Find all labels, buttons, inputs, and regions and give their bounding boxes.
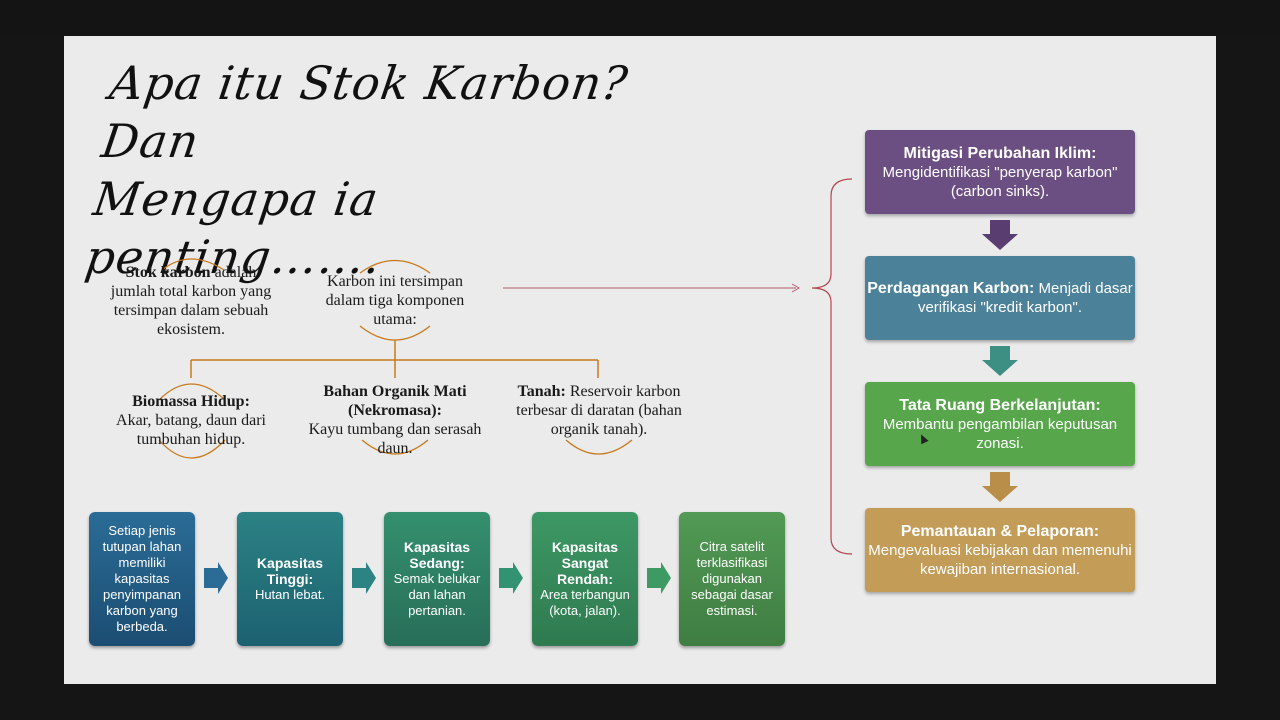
flow-box-3: Kapasitas Sedang: Semak belukar dan laha… xyxy=(384,512,490,646)
flow-box-4-text: Area terbangun (kota, jalan). xyxy=(540,587,630,618)
importance-spatial-text: Membantu pengambilan keputusan zonasi. xyxy=(882,415,1118,452)
flow-arrow-3 xyxy=(499,562,523,594)
component-biomass-term: Biomassa Hidup: xyxy=(132,393,250,410)
component-organic-text: Kayu tumbang dan serasah daun. xyxy=(308,421,482,457)
flow-box-1-text: Setiap jenis tutupan lahan memiliki kapa… xyxy=(102,523,182,634)
component-soil-text: Reservoir karbon terbesar di daratan (ba… xyxy=(516,383,682,438)
importance-monitoring-text: Mengevaluasi kebijakan dan memenuhi kewa… xyxy=(868,541,1132,578)
definition-body: adalah jumlah total karbon yang tersimpa… xyxy=(110,264,272,338)
importance-box-trade: Perdagangan Karbon: Menjadi dasar verifi… xyxy=(865,256,1135,340)
flow-box-5: Citra satelit terklasifikasi digunakan s… xyxy=(679,512,785,646)
importance-climate-text: Mengidentifikasi "penyerap karbon" (carb… xyxy=(882,163,1118,200)
component-soil-term: Tanah: xyxy=(517,383,566,400)
flow-box-5-text: Citra satelit terklasifikasi digunakan s… xyxy=(691,539,773,618)
accent-arc-definition xyxy=(161,258,225,271)
definition-term: Stok karbon xyxy=(125,264,211,281)
down-arrow-3 xyxy=(982,472,1018,502)
flow-arrow-4 xyxy=(647,562,671,594)
flow-box-4-title: Kapasitas Sangat Rendah: xyxy=(551,539,619,587)
down-arrow-1 xyxy=(982,220,1018,250)
right-bracket xyxy=(811,178,853,555)
connector-lines xyxy=(158,178,1018,594)
component-biomass: Biomassa Hidup: Akar, batang, daun dari … xyxy=(104,392,278,449)
flow-box-1: Setiap jenis tutupan lahan memiliki kapa… xyxy=(89,512,195,646)
accent-arc-soil-bottom xyxy=(565,439,633,455)
importance-monitoring-title: Pemantauan & Pelaporan: xyxy=(900,522,1100,540)
bottom-black-bar xyxy=(0,684,1280,720)
accent-arc-intro-top xyxy=(359,260,431,274)
component-soil: Tanah: Reservoir karbon terbesar di dara… xyxy=(512,382,686,439)
down-arrow-2 xyxy=(982,346,1018,376)
importance-spatial-title: Tata Ruang Berkelanjutan: xyxy=(899,396,1101,414)
accent-arc-biomass-top xyxy=(158,383,226,401)
flow-box-2-title: Kapasitas Tinggi: xyxy=(256,555,324,587)
long-arrow-head xyxy=(791,283,801,293)
flow-arrow-1 xyxy=(204,562,228,594)
slide: Apa itu Stok Karbon? Dan Mengapa ia pent… xyxy=(64,36,1216,684)
definition-text: Stok karbon adalah jumlah total karbon y… xyxy=(104,263,278,339)
accent-arc-organic-bottom xyxy=(361,439,429,455)
accent-arc-biomass-bottom xyxy=(158,439,226,459)
flow-box-3-title: Kapasitas Sedang: xyxy=(403,539,471,571)
flow-arrow-2 xyxy=(352,562,376,594)
importance-climate-title: Mitigasi Perubahan Iklim: xyxy=(903,144,1097,162)
component-organic-term: Bahan Organik Mati (Nekromasa): xyxy=(323,383,467,419)
component-organic: Bahan Organik Mati (Nekromasa): Kayu tum… xyxy=(308,382,482,458)
flow-box-2-text: Hutan lebat. xyxy=(254,587,326,602)
component-biomass-text: Akar, batang, daun dari tumbuhan hidup. xyxy=(116,412,266,448)
importance-trade-text: Menjadi dasar verifikasi "kredit karbon"… xyxy=(917,280,1133,316)
importance-trade-title: Perdagangan Karbon: xyxy=(867,280,1035,297)
importance-box-spatial: Tata Ruang Berkelanjutan: Membantu penga… xyxy=(865,382,1135,466)
importance-box-monitoring: Pemantauan & Pelaporan: Mengevaluasi keb… xyxy=(865,508,1135,592)
importance-box-climate: Mitigasi Perubahan Iklim: Mengidentifika… xyxy=(865,130,1135,214)
flow-box-3-text: Semak belukar dan lahan pertanian. xyxy=(393,571,481,618)
top-black-bar xyxy=(0,0,1280,36)
flow-box-2: Kapasitas Tinggi: Hutan lebat. xyxy=(237,512,343,646)
components-intro: Karbon ini tersimpan dalam tiga komponen… xyxy=(325,273,465,328)
flow-box-4: Kapasitas Sangat Rendah: Area terbangun … xyxy=(532,512,638,646)
